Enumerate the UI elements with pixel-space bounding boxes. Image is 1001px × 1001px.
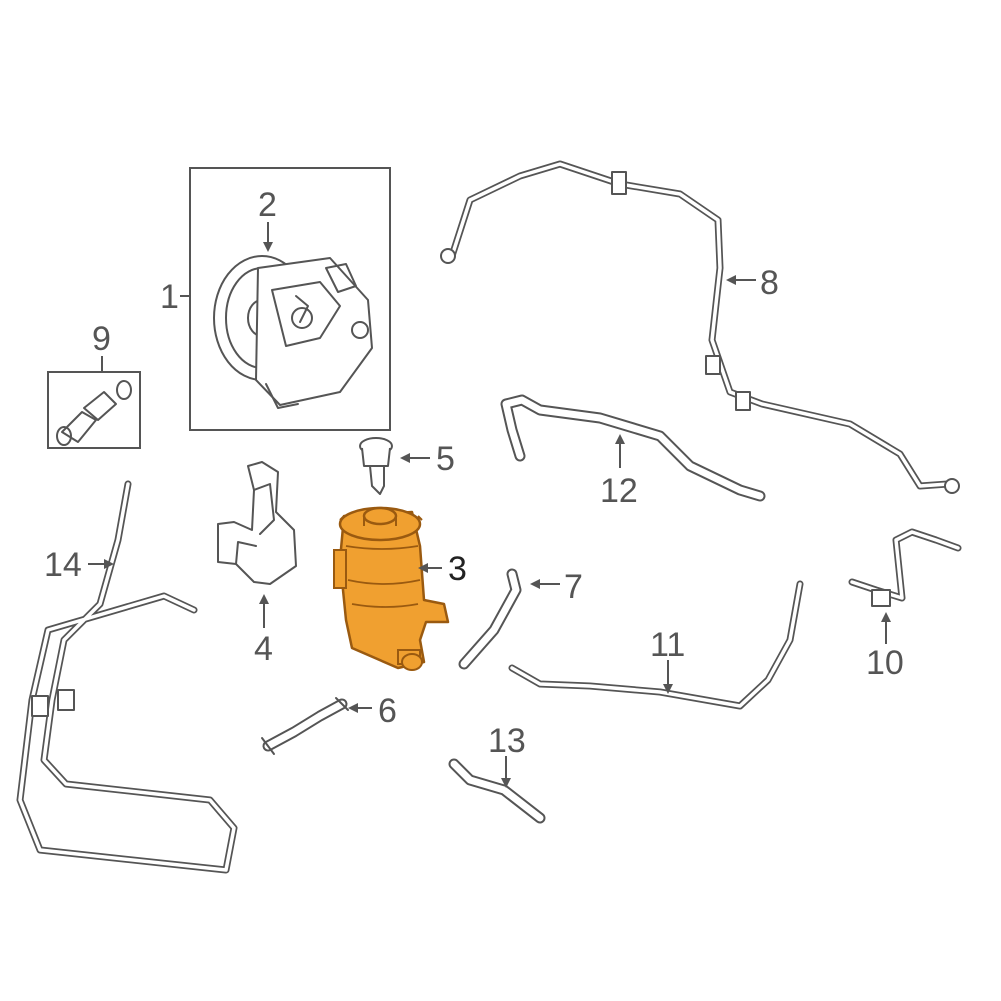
fitting-connector-box [47,356,141,449]
suction-hose [500,394,766,502]
callout-12: 12 [600,472,638,510]
reservoir-bracket [217,461,297,585]
callout-3: 3 [448,550,467,588]
callout-8: 8 [760,264,779,302]
cooler-hose [448,758,546,824]
return-line [508,580,804,710]
callout-7: 7 [564,568,583,606]
pump-assembly-frame [180,167,391,431]
power-steering-reservoir [333,506,450,671]
return-hose [458,568,522,670]
pipe-fitting [848,528,962,607]
callout-14: 14 [44,546,82,584]
callout-10: 10 [866,644,904,682]
reservoir-outlet-hose [261,697,349,755]
callout-6: 6 [378,692,397,730]
callout-9: 9 [92,320,111,358]
callout-4: 4 [254,630,273,668]
callout-2: 2 [258,186,277,224]
cooler-line [16,480,238,874]
high-pressure-line [440,160,960,494]
power-steering-pump [213,255,373,409]
mounting-clip [359,437,393,495]
callout-1: 1 [160,278,179,316]
callout-5: 5 [436,440,455,478]
callout-13: 13 [488,722,526,760]
callout-11: 11 [650,626,685,664]
